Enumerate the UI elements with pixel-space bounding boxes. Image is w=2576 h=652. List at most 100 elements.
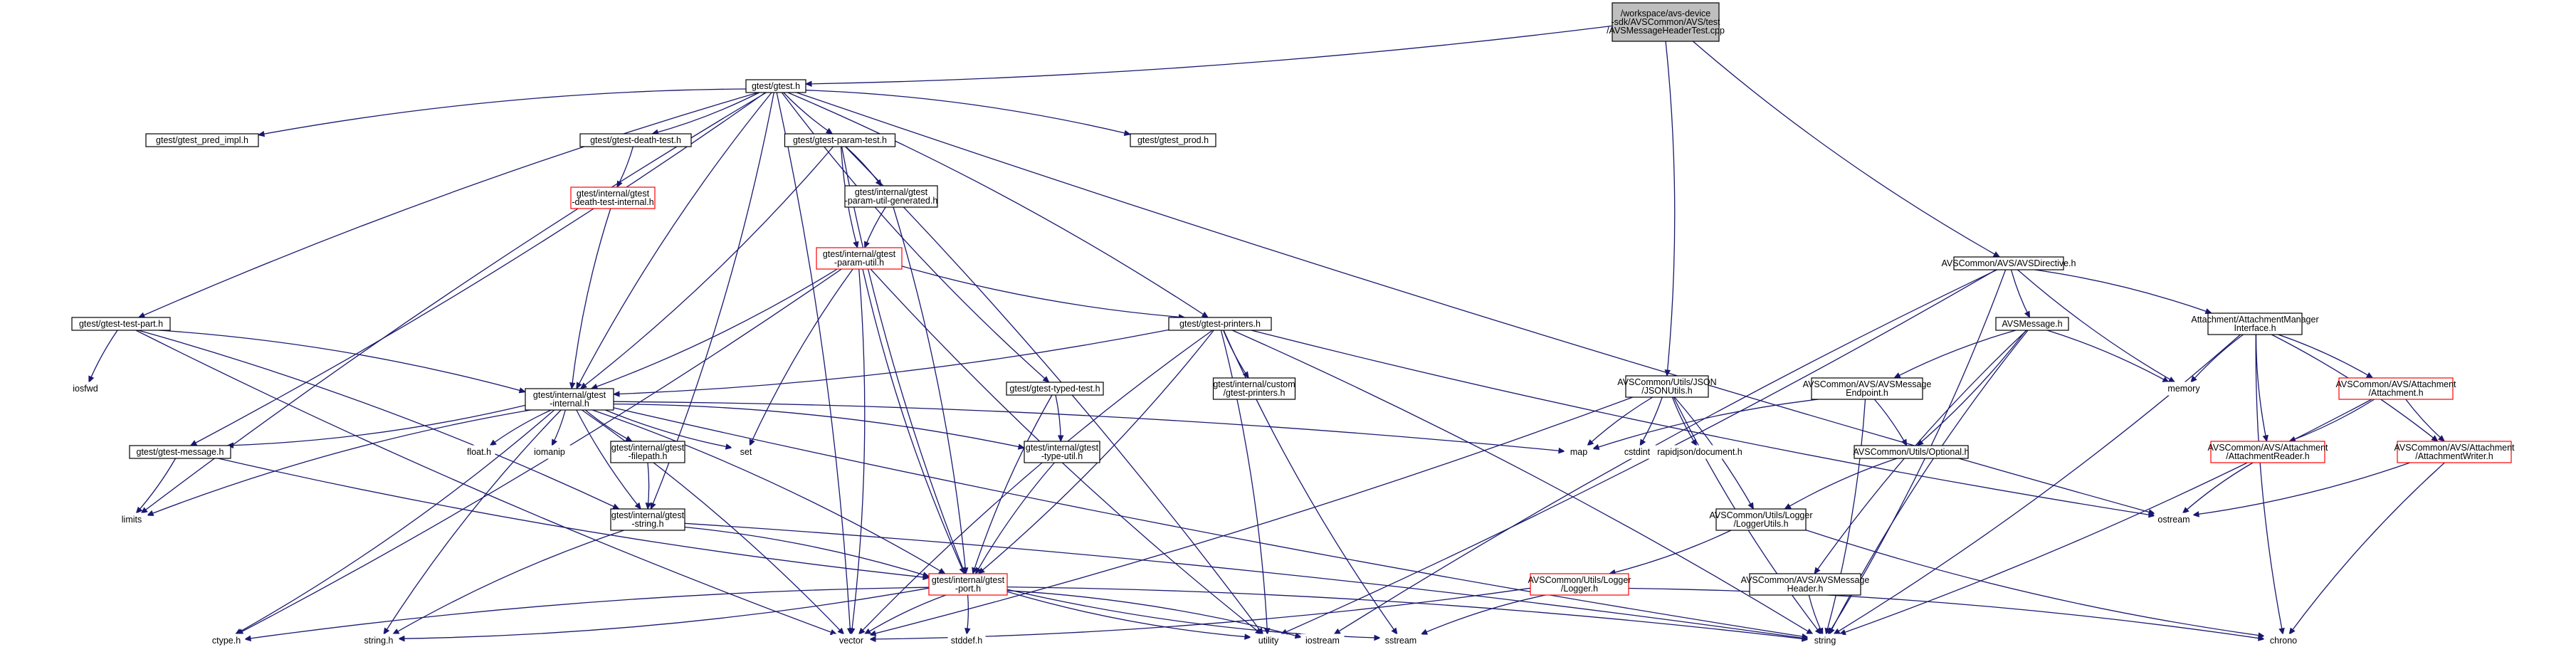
node-label: AVSCommon/AVS/AVSDirective.h bbox=[1942, 258, 2076, 268]
node-box bbox=[63, 382, 107, 396]
node-label: AVSCommon/Utils/Optional.h bbox=[1853, 447, 1969, 457]
graph-node-n1[interactable]: gtest/gtest.h bbox=[745, 79, 806, 93]
graph-node-n36[interactable]: map bbox=[1564, 445, 1594, 459]
graph-node-n7[interactable]: gtest/gtest_prod.h bbox=[1130, 133, 1216, 147]
graph-node-n2[interactable]: AVSCommon/AVS/AVSDirective.h bbox=[1942, 256, 2076, 270]
graph-node-n18[interactable]: gtest/internal/gtest-type-util.h bbox=[1024, 441, 1100, 463]
graph-node-n27[interactable]: AVSCommon/AVS/AVSMessageHeader.h bbox=[1741, 573, 1870, 596]
edge-arrowhead bbox=[1558, 447, 1566, 454]
graph-node-n10[interactable]: gtest/internal/gtest-param-util.h bbox=[816, 247, 903, 270]
graph-node-n14[interactable]: gtest/gtest-typed-test.h bbox=[1006, 382, 1104, 396]
graph-node-n8[interactable]: gtest/internal/gtest-death-test-internal… bbox=[570, 186, 656, 209]
edge-arrowhead bbox=[88, 375, 95, 384]
edge-arrowhead bbox=[2262, 434, 2269, 443]
graph-node-n34[interactable]: iomanip bbox=[528, 445, 571, 459]
include-edge-n20-n46 bbox=[1006, 590, 1302, 638]
graph-nodes: /workspace/avs-device-sdk/AVSCommon/AVS/… bbox=[63, 2, 2515, 648]
include-edge-n12-n47 bbox=[1223, 330, 1398, 635]
graph-node-n48[interactable]: string bbox=[1807, 633, 1843, 648]
include-edge-n13-n16 bbox=[227, 404, 526, 446]
graph-node-n37[interactable]: cstdint bbox=[1619, 445, 1655, 459]
node-box bbox=[1715, 508, 1807, 531]
edge-arrowhead bbox=[1420, 629, 1429, 635]
include-edge-n1-n5 bbox=[652, 92, 759, 135]
node-label: AVSCommon/AVS/Attachment bbox=[2394, 443, 2515, 453]
graph-node-n29[interactable]: AVSCommon/AVS/Attachment/AttachmentReade… bbox=[2207, 441, 2328, 463]
graph-node-n30[interactable]: AVSCommon/AVS/Attachment/AttachmentWrite… bbox=[2394, 441, 2515, 463]
graph-node-n42[interactable]: string.h bbox=[358, 633, 399, 648]
graph-node-n13[interactable]: gtest/internal/gtest-internal.h bbox=[525, 388, 614, 411]
graph-node-n11[interactable]: gtest/gtest-test-part.h bbox=[71, 317, 171, 331]
graph-node-n16[interactable]: gtest/gtest-message.h bbox=[129, 445, 231, 459]
graph-node-n44[interactable]: stddef.h bbox=[947, 633, 986, 648]
include-edge-n13-n32 bbox=[147, 409, 531, 516]
node-label: Endpoint.h bbox=[1846, 388, 1888, 398]
graph-node-n47[interactable]: sstream bbox=[1379, 633, 1422, 648]
graph-node-n45[interactable]: utility bbox=[1250, 633, 1287, 648]
graph-node-n25[interactable]: AVSCommon/Utils/Logger/LoggerUtils.h bbox=[1710, 508, 1813, 531]
graph-node-n19[interactable]: gtest/internal/gtest-string.h bbox=[610, 508, 685, 531]
include-edge-n19-n48 bbox=[684, 522, 1809, 640]
graph-node-n43[interactable]: vector bbox=[832, 633, 871, 648]
node-label: gtest/gtest-typed-test.h bbox=[1009, 384, 1100, 394]
graph-node-n31[interactable]: iosfwd bbox=[63, 382, 107, 396]
graph-node-n46[interactable]: iostream bbox=[1300, 633, 1345, 648]
graph-node-n12[interactable]: gtest/gtest-printers.h bbox=[1168, 317, 1272, 331]
graph-node-n35[interactable]: set bbox=[731, 445, 761, 459]
node-label: gtest/internal/gtest bbox=[533, 390, 606, 400]
include-edge-n2-n22 bbox=[2034, 269, 2212, 314]
include-edge-n27-n48 bbox=[1808, 594, 1824, 635]
graph-node-n26[interactable]: AVSCommon/Utils/Logger/Logger.h bbox=[1528, 573, 1631, 596]
graph-node-n0[interactable]: /workspace/avs-device-sdk/AVSCommon/AVS/… bbox=[1607, 2, 1725, 42]
include-edge-n1-n4 bbox=[258, 88, 747, 136]
edge-arrowhead bbox=[569, 382, 576, 390]
node-label: /AVSMessageHeaderTest.cpp bbox=[1607, 26, 1725, 36]
graph-node-n15[interactable]: gtest/internal/custom/gtest-printers.h bbox=[1212, 377, 1296, 400]
graph-node-n5[interactable]: gtest/gtest-death-test.h bbox=[579, 133, 692, 147]
node-box bbox=[745, 79, 806, 93]
node-label: /LoggerUtils.h bbox=[1733, 519, 1788, 529]
include-edge-n13-n36 bbox=[613, 401, 1565, 452]
node-label: ostream bbox=[2157, 515, 2189, 525]
graph-node-n49[interactable]: chrono bbox=[2264, 633, 2303, 648]
graph-node-n21[interactable]: AVSMessage.h bbox=[1995, 317, 2069, 331]
node-label: cstdint bbox=[1624, 447, 1651, 457]
graph-node-n38[interactable]: rapidjson/document.h bbox=[1652, 445, 1747, 459]
edge-arrowhead bbox=[518, 387, 527, 394]
edge-arrowhead bbox=[858, 627, 866, 635]
node-label: map bbox=[1570, 447, 1587, 457]
include-edge-n11-n13 bbox=[159, 330, 526, 393]
edge-arrowhead bbox=[1802, 636, 1809, 642]
include-edge-n21-n23 bbox=[1893, 330, 2017, 379]
graph-node-n3[interactable]: AVSCommon/Utils/JSON/JSONUtils.h bbox=[1617, 375, 1717, 398]
include-edge-n12-n45 bbox=[1220, 330, 1268, 635]
graph-node-n40[interactable]: ostream bbox=[2154, 512, 2194, 527]
include-edge-n9-n10 bbox=[864, 206, 886, 248]
include-edge-n22-n39 bbox=[2190, 334, 2244, 383]
graph-node-n39[interactable]: memory bbox=[2164, 382, 2204, 396]
graph-node-n28[interactable]: AVSCommon/AVS/Attachment/Attachment.h bbox=[2335, 377, 2456, 400]
edge-arrowhead bbox=[837, 627, 845, 635]
graph-node-n4[interactable]: gtest/gtest_pred_impl.h bbox=[145, 133, 259, 147]
graph-node-n9[interactable]: gtest/internal/gtest-param-util-generate… bbox=[844, 185, 938, 208]
node-label: chrono bbox=[2270, 636, 2297, 646]
graph-node-n24[interactable]: AVSCommon/Utils/Optional.h bbox=[1853, 445, 1970, 459]
include-edge-n26-n49 bbox=[1628, 587, 2265, 640]
graph-node-n32[interactable]: limits bbox=[115, 512, 148, 527]
graph-node-n41[interactable]: ctype.h bbox=[207, 633, 246, 648]
edge-arrowhead bbox=[853, 241, 859, 249]
graph-node-n17[interactable]: gtest/internal/gtest-filepath.h bbox=[610, 441, 685, 463]
graph-node-n6[interactable]: gtest/gtest-param-test.h bbox=[784, 133, 896, 147]
include-edge-n10-n20 bbox=[862, 268, 965, 574]
node-box bbox=[463, 445, 495, 459]
graph-node-n20[interactable]: gtest/internal/gtest-port.h bbox=[928, 573, 1008, 596]
node-label: limits bbox=[122, 515, 142, 525]
edge-arrowhead bbox=[391, 629, 400, 635]
node-box bbox=[129, 445, 231, 459]
node-label: vector bbox=[839, 636, 863, 646]
include-edge-n11-n43 bbox=[135, 330, 837, 635]
node-label: gtest/gtest-death-test.h bbox=[590, 135, 681, 145]
graph-node-n33[interactable]: float.h bbox=[463, 445, 495, 459]
